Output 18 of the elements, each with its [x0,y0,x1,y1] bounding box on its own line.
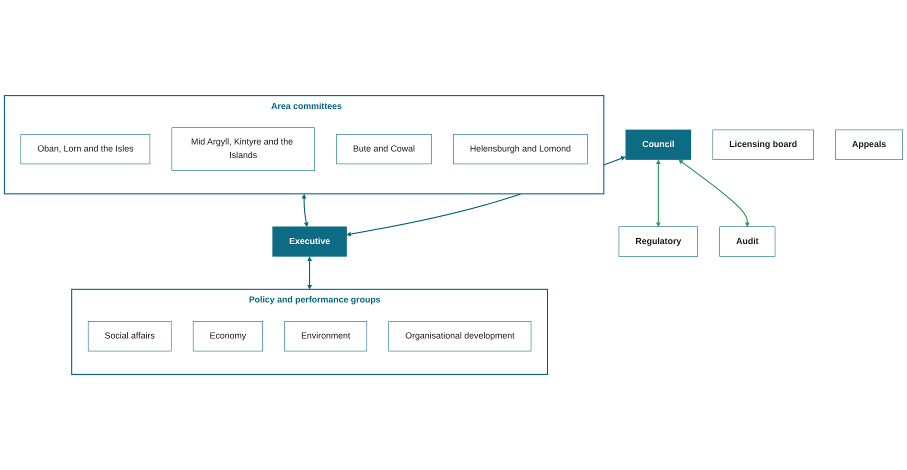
node-box: Regulatory [618,226,698,257]
node-box: Economy [192,321,263,352]
node-box: Executive [272,226,347,257]
node-box: Oban, Lorn and the Isles [20,134,150,164]
node-box: Appeals [835,130,903,160]
node-box: Environment [284,321,368,352]
node-box: Licensing board [712,130,814,160]
node-box: Organisational development [388,321,532,352]
node-box: Mid Argyll, Kintyre and the Islands [172,127,315,171]
node-box: Bute and Cowal [336,134,432,164]
arrow [656,160,661,227]
node-box: Council [626,130,692,160]
arrow [302,194,309,227]
arrow [307,256,312,290]
arrow [678,159,750,227]
node-box: Social affairs [88,321,172,352]
node-box: Audit [719,226,776,257]
node-box: Helensburgh and Lomond [453,134,588,164]
